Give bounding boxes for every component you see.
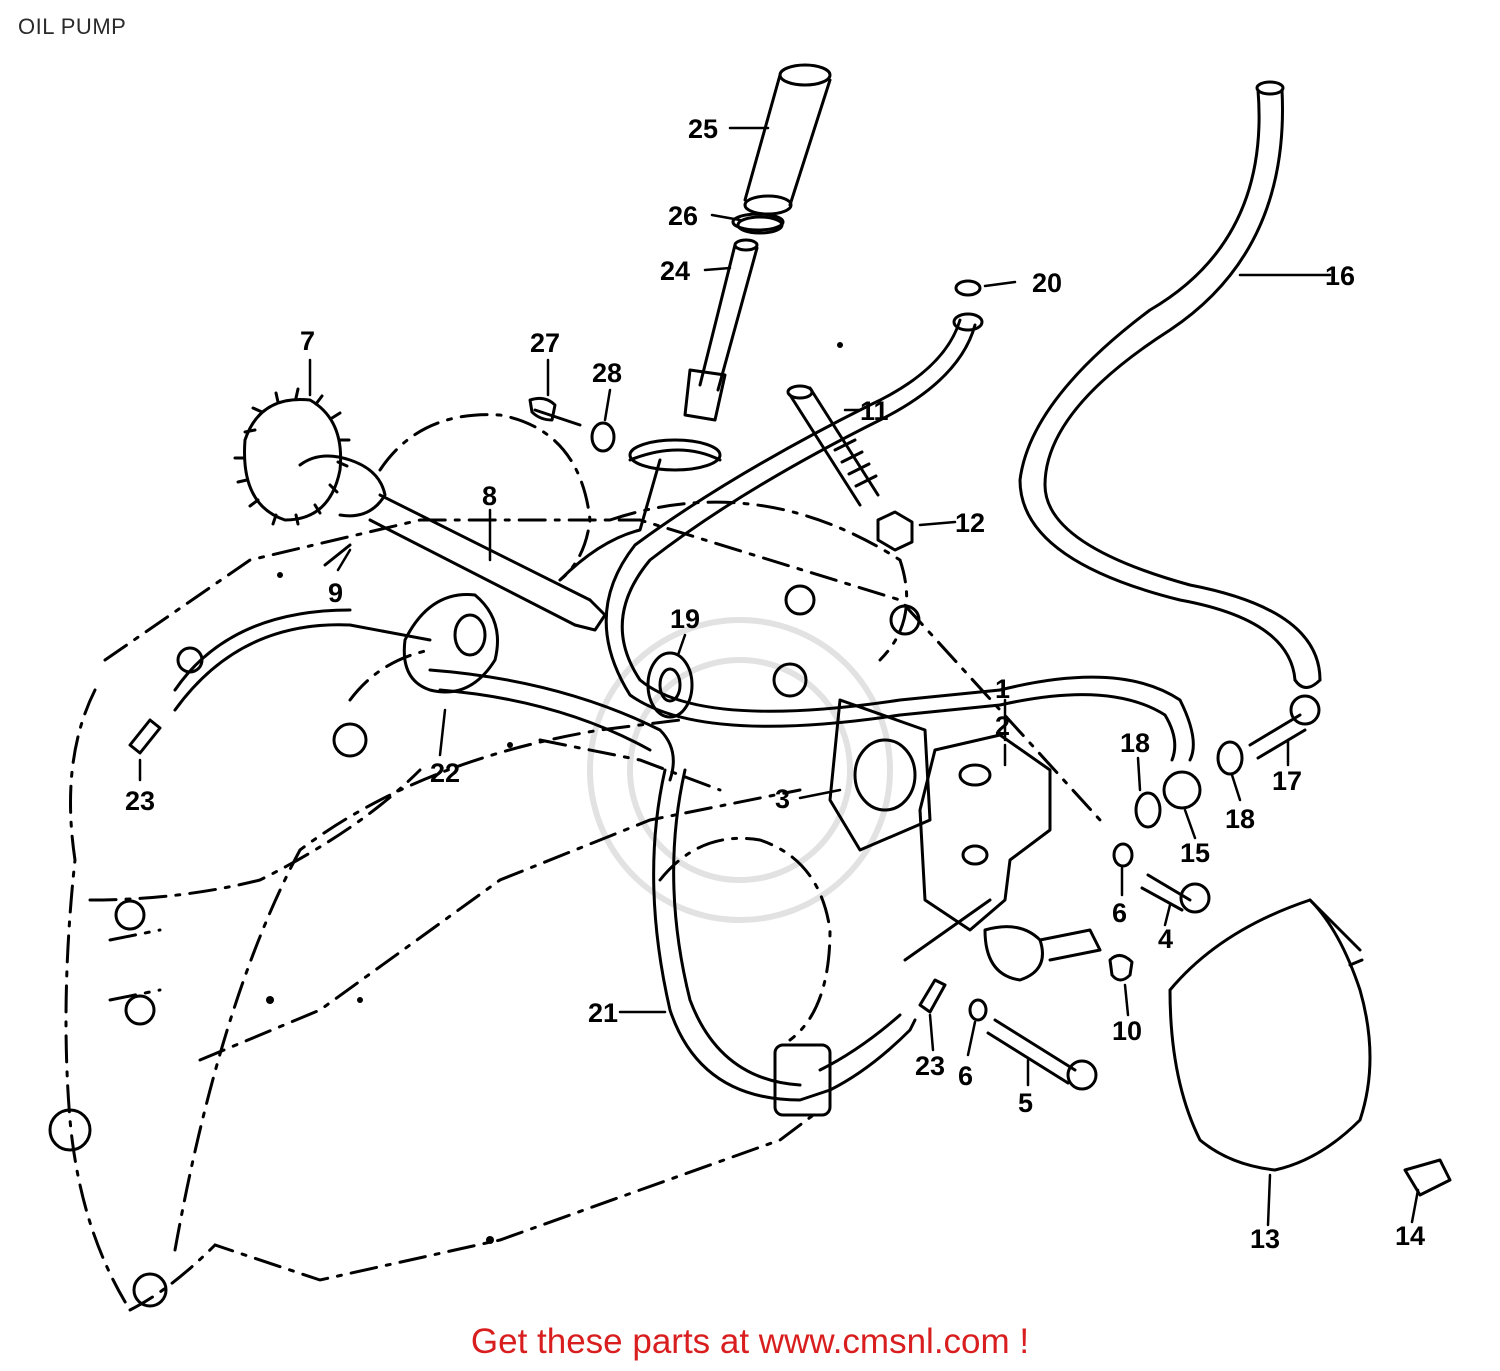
small-hardware xyxy=(128,212,1452,1197)
part-label-8: 8 xyxy=(482,481,497,511)
part-label-15: 15 xyxy=(1180,838,1210,868)
part-label-16: 16 xyxy=(1325,261,1355,291)
part-number-labels: 1 2 3 4 5 6 6 7 8 9 10 11 12 13 14 15 16… xyxy=(125,114,1425,1254)
part-label-21: 21 xyxy=(588,998,618,1028)
part-label-14: 14 xyxy=(1395,1221,1425,1251)
part-label-27: 27 xyxy=(530,328,560,358)
pump-shaft xyxy=(368,493,607,632)
part-label-28: 28 xyxy=(592,358,622,388)
part-label-11: 11 xyxy=(860,396,889,426)
part-label-12: 12 xyxy=(955,508,985,538)
part-label-23a: 23 xyxy=(125,786,155,816)
part-label-22: 22 xyxy=(430,758,460,788)
page-title: OIL PUMP xyxy=(18,14,127,39)
part-label-13: 13 xyxy=(1250,1224,1280,1254)
part-label-6b: 6 xyxy=(958,1061,973,1091)
part-label-20: 20 xyxy=(1032,268,1062,298)
part-label-25: 25 xyxy=(688,114,718,144)
part-label-6a: 6 xyxy=(1112,898,1127,928)
pump-housing xyxy=(378,413,909,662)
part-label-17: 17 xyxy=(1272,766,1302,796)
leader-lines xyxy=(138,126,1420,1227)
part-label-7: 7 xyxy=(300,326,315,356)
part-label-10: 10 xyxy=(1112,1016,1142,1046)
crankcase-outline xyxy=(48,342,1102,1312)
part-label-9: 9 xyxy=(328,578,343,608)
part-label-23b: 23 xyxy=(915,1051,945,1081)
part-label-5: 5 xyxy=(1018,1088,1033,1118)
part-label-26: 26 xyxy=(668,201,698,231)
part-label-4: 4 xyxy=(1158,924,1173,954)
hose-16 xyxy=(1018,80,1322,689)
oil-hoses xyxy=(173,608,917,1117)
watermark-logo xyxy=(587,617,893,923)
part-label-19: 19 xyxy=(670,604,700,634)
footer-link[interactable]: Get these parts at www.cmsnl.com ! xyxy=(470,1322,1030,1361)
part-label-18a: 18 xyxy=(1120,728,1150,758)
part-label-1: 1 xyxy=(995,674,1010,704)
stud-bolt xyxy=(786,384,880,507)
part-label-18b: 18 xyxy=(1225,804,1255,834)
part-label-3: 3 xyxy=(775,784,790,814)
hose-loop xyxy=(604,312,1195,762)
part-label-2: 2 xyxy=(995,711,1010,741)
part-label-24: 24 xyxy=(660,256,690,286)
pump-cover xyxy=(1168,898,1372,1172)
oil-pump-assembly xyxy=(828,698,1102,982)
drive-gear xyxy=(233,387,387,526)
